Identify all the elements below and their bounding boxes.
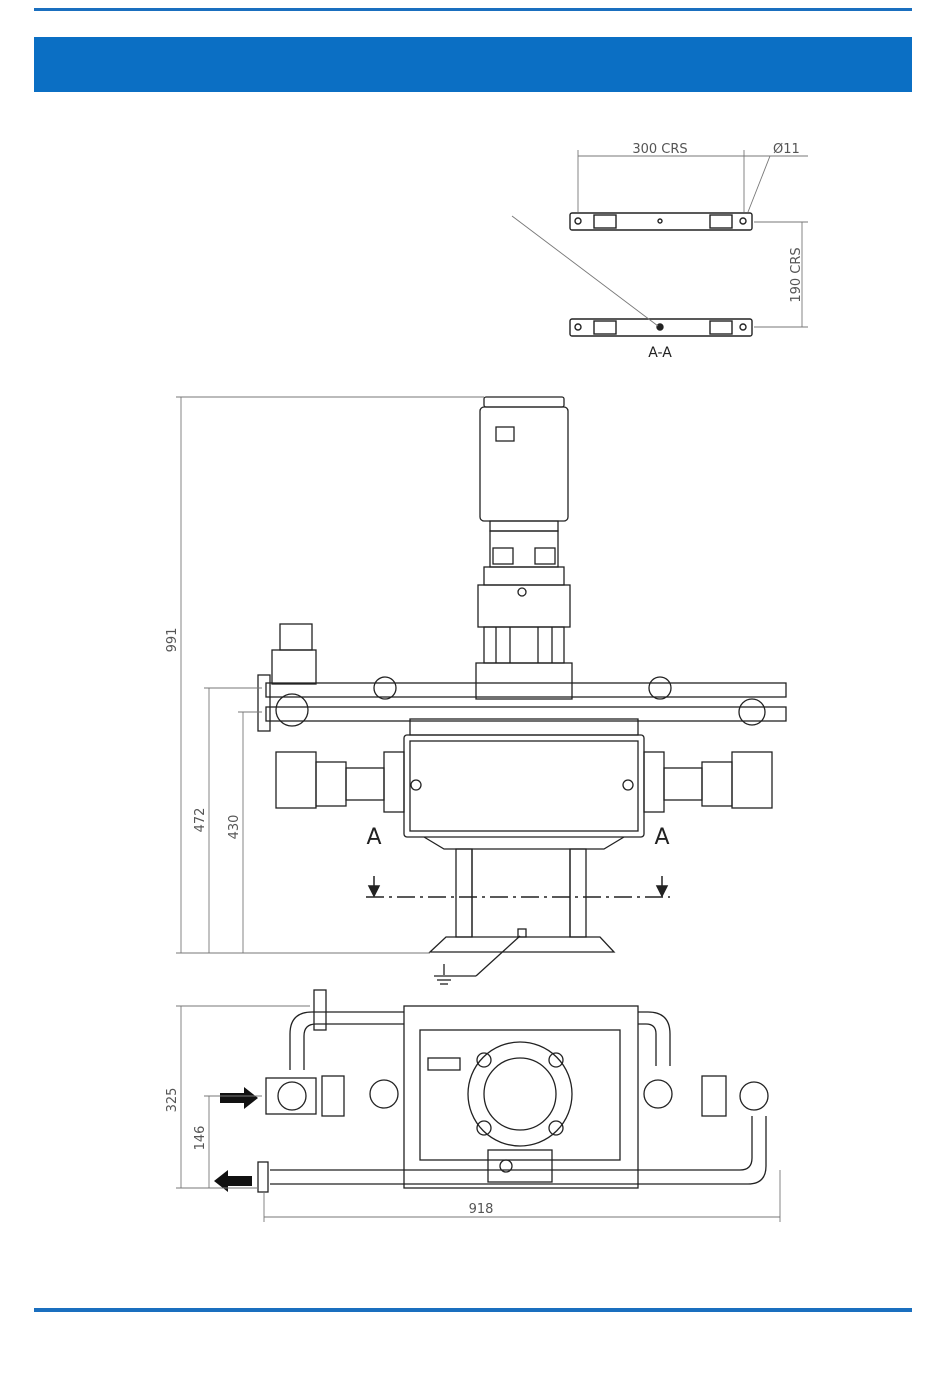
mounting-hole <box>658 219 662 223</box>
support-leg <box>456 849 472 937</box>
cover-bolt <box>477 1121 491 1135</box>
dim-300-crs: 300 CRS <box>632 142 687 157</box>
housing-bottom <box>424 837 624 849</box>
bearing-flange <box>484 567 564 585</box>
elbow-right <box>664 768 702 800</box>
cover-bolt <box>549 1121 563 1135</box>
cover-bolt <box>549 1053 563 1067</box>
center-hole <box>657 324 663 330</box>
valve-plan-right <box>740 1082 768 1110</box>
mounting-hole <box>575 324 581 330</box>
arrow-right-icon <box>220 1087 258 1109</box>
outlet-flange-plan <box>258 1162 268 1192</box>
front-elevation-view <box>258 397 786 952</box>
inlet-valve-plan <box>266 1078 316 1114</box>
dim-991: 991 <box>165 628 180 653</box>
base-rail-slot <box>710 321 732 334</box>
clamp-plan-right <box>644 1080 672 1108</box>
dim-190-crs: 190 CRS <box>789 247 804 302</box>
housing-plan-inner <box>420 1030 620 1160</box>
housing-panel <box>410 741 638 831</box>
housing-plan <box>404 1006 638 1188</box>
union-left <box>316 762 346 806</box>
dim-430: 430 <box>227 815 242 840</box>
earth-stud <box>518 929 526 937</box>
valve-body-left <box>272 650 316 684</box>
section-mark-right: A <box>654 825 669 850</box>
cover-bolt <box>477 1053 491 1067</box>
union-plan-right <box>702 1076 726 1116</box>
section-cut-markers <box>366 876 670 897</box>
motor-flange <box>490 521 558 531</box>
front-dimensions <box>176 397 484 953</box>
dim-472: 472 <box>193 808 208 833</box>
nameplate <box>428 1058 460 1070</box>
outlet-nozzle <box>488 1150 552 1182</box>
flange-right <box>644 752 664 812</box>
dim-918: 918 <box>469 1202 494 1217</box>
base-rail-slot <box>594 215 616 228</box>
dim-hole-diameter: Ø11 <box>773 142 800 157</box>
loop-pipe-top-left <box>290 1012 404 1070</box>
coupling-window <box>493 548 513 564</box>
coupling-housing <box>490 531 558 567</box>
plan-view <box>258 990 768 1192</box>
union-right <box>702 762 732 806</box>
adapter-block <box>476 663 572 699</box>
coupling-window <box>535 548 555 564</box>
inlet-valve-bore <box>278 1082 306 1110</box>
actuator-right <box>732 752 772 808</box>
section-dimensions <box>512 150 808 327</box>
housing-bolt <box>623 780 633 790</box>
loop-pipe-top-left-inner <box>304 1024 404 1070</box>
pump-housing <box>404 735 644 837</box>
clamp-right-upper <box>649 677 671 699</box>
elbow-left <box>346 768 384 800</box>
dim-146: 146 <box>193 1126 208 1151</box>
motor-plan <box>484 1058 556 1130</box>
union-plan-left <box>322 1076 344 1116</box>
dim-325: 325 <box>165 1088 180 1113</box>
terminal-box <box>496 427 514 441</box>
section-label: A-A <box>648 345 672 361</box>
base-rail-slot <box>594 321 616 334</box>
section-a-a-view <box>570 213 752 336</box>
bearing-housing <box>478 585 570 627</box>
motor-body <box>480 407 568 521</box>
grease-nipple <box>518 588 526 596</box>
clamp-left-upper <box>374 677 396 699</box>
mounting-hole <box>575 218 581 224</box>
earth-ground-icon <box>434 936 520 984</box>
mounting-hole <box>740 218 746 224</box>
mounting-hole <box>740 324 746 330</box>
loop-pipe-top-right <box>638 1012 670 1066</box>
support-leg <box>570 849 586 937</box>
base-rail-slot <box>710 215 732 228</box>
flange-left <box>384 752 404 812</box>
clamp-plan-left <box>370 1080 398 1108</box>
loop-pipe-top-right-inner <box>638 1024 656 1066</box>
actuator-left <box>276 752 316 808</box>
manifold-pipe-upper <box>266 683 786 697</box>
solenoid-valve-left <box>280 624 312 650</box>
arrow-left-icon <box>214 1170 252 1192</box>
section-mark-left: A <box>366 825 381 850</box>
base-plate <box>430 937 614 952</box>
motor-fan-cover <box>484 397 564 407</box>
housing-bolt <box>411 780 421 790</box>
